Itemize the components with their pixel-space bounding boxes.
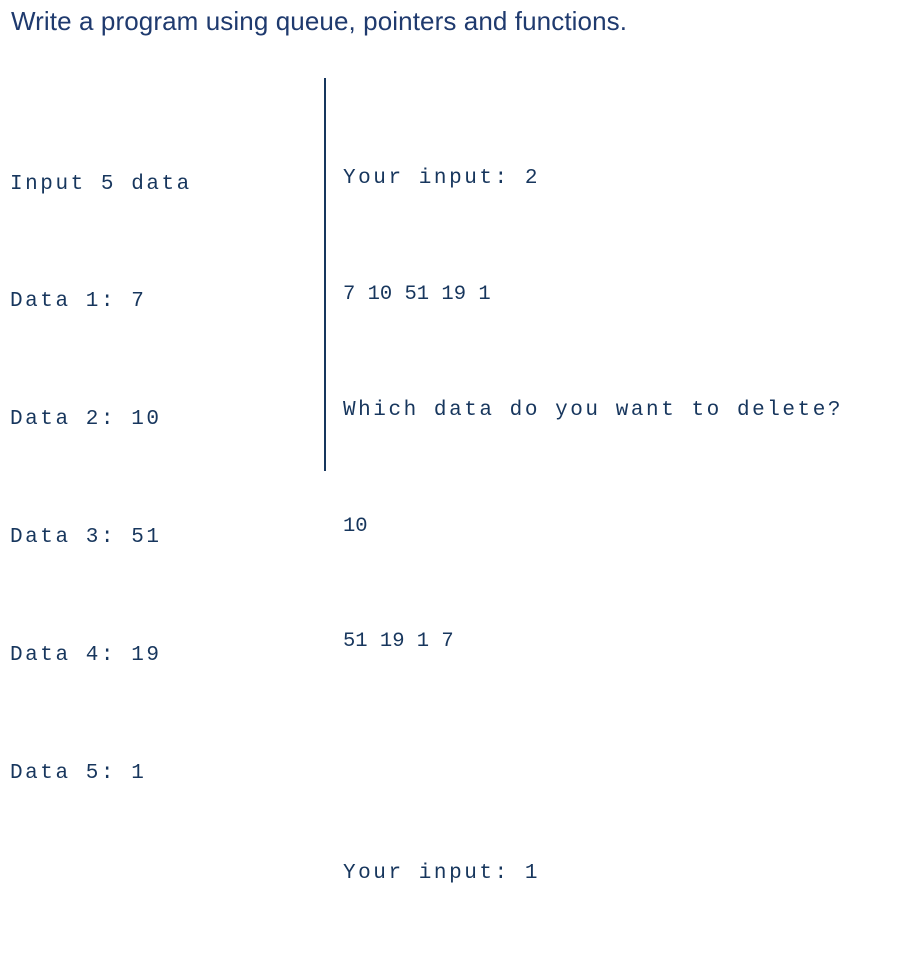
console-line: Data 2: 10 bbox=[10, 408, 162, 432]
console-line: Data 4: 19 bbox=[10, 644, 162, 668]
page-title: Write a program using queue, pointers an… bbox=[11, 6, 628, 36]
console-line: Your input: 1 bbox=[343, 861, 540, 885]
console-line: Data 3: 51 bbox=[10, 526, 162, 550]
console-line: Your input: 2 bbox=[343, 167, 540, 191]
console-line: 10 bbox=[343, 514, 368, 538]
console-line: Data 1: 7 bbox=[10, 290, 147, 314]
page-root: Write a program using queue, pointers an… bbox=[10, 6, 841, 885]
right-console-output: Your input: 2 7 10 51 19 1 Which data do… bbox=[343, 83, 893, 954]
console-line: 51 19 1 7 bbox=[343, 630, 454, 654]
console-line-blank bbox=[10, 872, 315, 911]
console-line: Which data do you want to delete? bbox=[343, 398, 844, 422]
console-line-blank bbox=[343, 739, 893, 778]
left-console-output: Input 5 data Data 1: 7 Data 2: 10 Data 3… bbox=[10, 86, 315, 954]
console-line: Data 5: 1 bbox=[10, 762, 147, 786]
console-line: 7 10 51 19 1 bbox=[343, 282, 491, 306]
column-divider bbox=[324, 78, 326, 471]
console-line: Input 5 data bbox=[10, 172, 192, 196]
